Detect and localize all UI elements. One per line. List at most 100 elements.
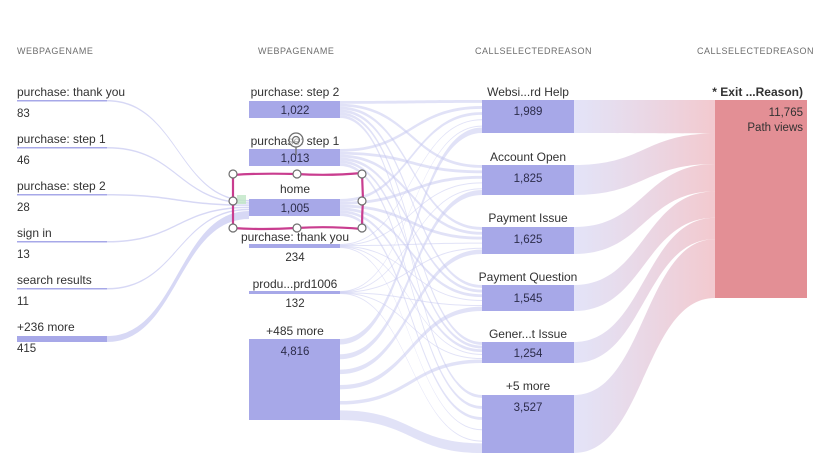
- flow-link: [340, 112, 482, 202]
- flow-link: [107, 147, 249, 204]
- flow-link: [340, 207, 482, 298]
- node-sublabel: Path views: [747, 122, 803, 134]
- flow-link: [340, 410, 482, 453]
- column-header-4[interactable]: CALLSELECTEDREASON: [697, 46, 814, 56]
- node-bar: [482, 395, 574, 453]
- node-label: Payment Issue: [488, 211, 568, 225]
- flow-link: [107, 208, 249, 290]
- resize-handle[interactable]: [292, 169, 302, 179]
- node-bar: [482, 227, 574, 254]
- node-value: 83: [17, 108, 30, 120]
- col1-node[interactable]: sign in 13: [17, 226, 107, 261]
- node-label: purchase: step 2: [251, 85, 340, 99]
- node-label: +236 more: [17, 320, 75, 334]
- exit-bar: [715, 100, 807, 298]
- flow-link: [340, 106, 482, 152]
- node-value: 46: [17, 155, 30, 167]
- flow-link: [340, 115, 482, 398]
- node-label: +485 more: [266, 324, 324, 338]
- col2-node[interactable]: purchase: thank you 234: [241, 230, 349, 264]
- col2-node-selected[interactable]: home 1,005: [249, 182, 340, 216]
- flow-link: [107, 194, 249, 206]
- resize-handle[interactable]: [228, 196, 238, 206]
- node-bar: [249, 149, 340, 166]
- col4-exit-node[interactable]: * Exit ...Reason) 11,765 Path views: [712, 85, 807, 298]
- flow-link: [340, 359, 482, 405]
- flow-link: [340, 246, 482, 355]
- col1-node[interactable]: purchase: step 1 46: [17, 132, 107, 167]
- col3-node[interactable]: Payment Question 1,545: [479, 270, 578, 311]
- selection-box[interactable]: [228, 132, 367, 233]
- resize-handle[interactable]: [228, 169, 238, 179]
- flow-link: [340, 293, 482, 442]
- node-bar: [17, 194, 107, 196]
- col1-node[interactable]: purchase: step 2 28: [17, 179, 107, 214]
- column-3-nodes: Websi...rd Help 1,989 Account Open 1,825…: [479, 85, 578, 453]
- node-label: purchase: thank you: [17, 85, 125, 99]
- resize-handle[interactable]: [228, 223, 238, 233]
- node-value: 4,816: [281, 346, 310, 358]
- node-label: Websi...rd Help: [487, 85, 569, 99]
- flow-link: [340, 213, 482, 420]
- flow-link: [340, 151, 482, 174]
- col3-node[interactable]: Gener...t Issue 1,254: [482, 327, 574, 363]
- flow-link: [340, 188, 482, 293]
- node-value: 1,254: [514, 348, 543, 360]
- flow-link: [107, 100, 249, 202]
- col3-node[interactable]: Payment Issue 1,625: [482, 211, 574, 254]
- col1-node[interactable]: +236 more 415: [17, 320, 107, 355]
- node-bar: [17, 288, 107, 290]
- flow-link: [340, 157, 482, 293]
- node-value: 28: [17, 202, 30, 214]
- exit-flow-link: [574, 239, 715, 453]
- column-header-1[interactable]: WEBPAGENAME: [17, 46, 93, 56]
- column-header-2[interactable]: WEBPAGENAME: [258, 46, 334, 56]
- col3-node[interactable]: Account Open 1,825: [482, 150, 574, 195]
- node-label: * Exit ...Reason): [712, 85, 803, 99]
- node-label: produ...prd1006: [253, 277, 338, 291]
- node-label: sign in: [17, 226, 52, 240]
- node-value: 11: [17, 296, 29, 308]
- col3-node[interactable]: Websi...rd Help 1,989: [482, 85, 574, 133]
- resize-handle[interactable]: [357, 196, 367, 206]
- col2-node[interactable]: +485 more 4,816: [249, 324, 340, 420]
- flow-link: [107, 206, 249, 243]
- node-value: 3,527: [514, 402, 543, 414]
- resize-handle[interactable]: [357, 169, 367, 179]
- node-bar: [482, 285, 574, 311]
- node-value: 11,765: [769, 107, 803, 119]
- col1-node[interactable]: purchase: thank you 83: [17, 85, 125, 120]
- resize-handle[interactable]: [357, 223, 367, 233]
- rotate-handle-icon[interactable]: [288, 132, 304, 155]
- node-bar: [249, 199, 340, 216]
- flow-links: [107, 100, 715, 453]
- flow-link: [340, 112, 482, 345]
- node-value: 234: [285, 252, 305, 264]
- column-1-nodes: purchase: thank you 83 purchase: step 1 …: [17, 85, 125, 355]
- node-bar: [249, 101, 340, 118]
- col2-node[interactable]: produ...prd1006 132: [249, 277, 340, 310]
- col1-node[interactable]: search results 11: [17, 273, 107, 308]
- exit-flow-link: [574, 217, 715, 363]
- flow-link: [340, 154, 482, 235]
- col3-node[interactable]: +5 more 3,527: [482, 379, 574, 453]
- flow-link: [340, 292, 482, 306]
- flow-link: [340, 125, 482, 292]
- exit-flow-link: [574, 100, 715, 134]
- col2-node[interactable]: purchase: step 2 1,022: [249, 85, 340, 118]
- flow-link: [340, 204, 482, 240]
- node-value: 1,545: [514, 293, 543, 305]
- flow-link: [340, 247, 482, 431]
- node-value: 1,013: [281, 153, 310, 165]
- node-label: Gener...t Issue: [489, 327, 567, 341]
- resize-handle[interactable]: [292, 223, 302, 233]
- flow-link: [340, 306, 482, 390]
- node-bar: [17, 241, 107, 243]
- flow-link: [340, 247, 482, 293]
- flow-link: [340, 109, 482, 288]
- node-value: 1,022: [281, 105, 310, 117]
- flow-link: [340, 210, 482, 353]
- node-bar: [482, 100, 574, 133]
- node-label: home: [280, 182, 310, 196]
- column-header-3[interactable]: CALLSELECTEDREASON: [475, 46, 592, 56]
